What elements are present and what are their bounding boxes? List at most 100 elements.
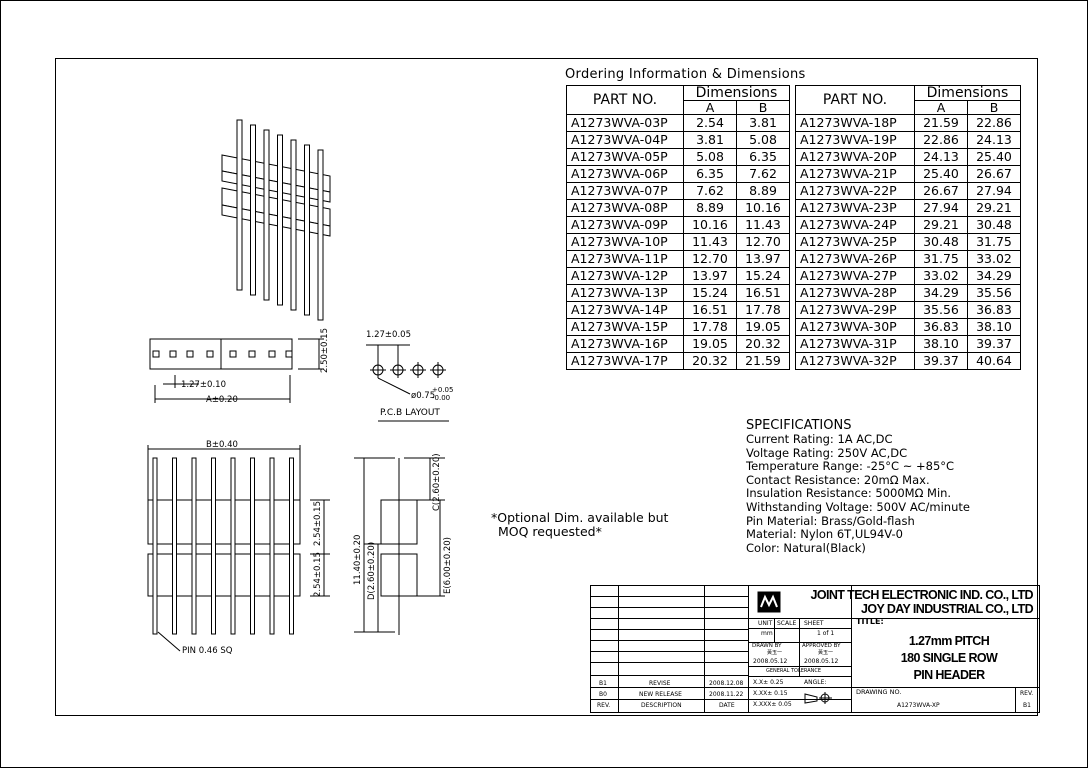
top-view-pin (169, 350, 177, 358)
tolerance-1: X.X± 0.25 (753, 679, 784, 686)
dim-a-cell: 21.59 (914, 114, 968, 132)
dim-b-cell: 7.62 (736, 165, 790, 183)
part-number-cell: A1273WVA-21P (795, 165, 915, 183)
rev-header: REV. (597, 702, 611, 709)
company-name-1: JOINT TECH ELECTRONIC IND. CO., LTD (810, 588, 1033, 602)
optional-dim-note: *Optional Dim. available but MOQ request… (491, 511, 668, 539)
approved-name: 黃玉一 (818, 650, 834, 656)
spec-line: Voltage Rating: 250V AC,DC (746, 445, 908, 460)
isometric-view (221, 154, 331, 237)
approved-date: 2008.05.12 (804, 658, 839, 665)
part-number-cell: A1273WVA-25P (795, 233, 915, 251)
dim-b-cell: 15.24 (736, 267, 790, 285)
scale-label: SCALE (777, 620, 797, 627)
part-number-cell: A1273WVA-09P (566, 216, 684, 234)
revision-date: 2008.12.08 (709, 680, 744, 687)
desc-header: DESCRIPTION (641, 702, 682, 709)
dimensions-header: Dimensions (914, 85, 1021, 101)
col-a-header: A (914, 100, 968, 115)
dim-b-cell: 6.35 (736, 148, 790, 166)
component-drawings (147, 119, 449, 652)
dim-b-cell: 19.05 (736, 318, 790, 336)
part-number-cell: A1273WVA-07P (566, 182, 684, 200)
rev-label: REV. (1020, 690, 1034, 697)
top-view-pin (248, 350, 256, 358)
company-logo (757, 591, 781, 613)
dim-a-cell: 5.08 (683, 148, 737, 166)
dim-b-cell: 27.94 (967, 182, 1021, 200)
part-number-cell: A1273WVA-06P (566, 165, 684, 183)
dim-b-cell: 30.48 (967, 216, 1021, 234)
pin-note: PIN 0.46 SQ (182, 646, 233, 656)
dim-a-cell: 3.81 (683, 131, 737, 149)
spec-line: Current Rating: 1A AC,DC (746, 432, 893, 446)
top-view-pin (186, 350, 194, 358)
part-number-cell: A1273WVA-12P (566, 267, 684, 285)
top-view-pin (206, 350, 214, 358)
isometric-pin (236, 119, 243, 291)
isometric-pins (236, 119, 324, 321)
dim-side-e: E(6.00±0.20) (443, 537, 453, 594)
dim-b-cell: 29.21 (967, 199, 1021, 217)
dim-a-cell: 38.10 (914, 335, 968, 353)
specifications-title: SPECIFICATIONS (746, 418, 852, 433)
dim-a-cell: 6.35 (683, 165, 737, 183)
front-view-pin (152, 457, 158, 635)
specifications: SPECIFICATIONS Current Rating: 1A AC,DC … (746, 419, 970, 555)
front-view-pins (152, 457, 294, 635)
company-name-2: JOY DAY INDUSTRIAL CO., LTD (860, 602, 1034, 616)
dim-a-cell: 10.16 (683, 216, 737, 234)
dim-a-cell: 15.24 (683, 284, 737, 302)
dim-a-cell: 24.13 (914, 148, 968, 166)
front-view-pin (289, 457, 294, 635)
col-a-header: A (683, 100, 737, 115)
part-number-cell: A1273WVA-04P (566, 131, 684, 149)
dim-b-cell: 10.16 (736, 199, 790, 217)
drawn-name: 黃玉一 (767, 650, 783, 656)
unit-label: UNIT (758, 620, 773, 627)
dim-side-c: C(2.60±0.20) (432, 453, 442, 511)
dim-a-cell: 12.70 (683, 250, 737, 268)
drawing-no-label: DRAWING NO. (856, 688, 902, 696)
dim-a-cell: 39.37 (914, 352, 968, 370)
date-header: DATE (719, 702, 735, 709)
drawing-inner-border (55, 58, 1038, 716)
title-label: TITLE: (856, 617, 884, 626)
optional-note-line: *Optional Dim. available but (491, 510, 669, 525)
dim-front-b: B±0.40 (206, 440, 238, 450)
col-b-header: B (967, 100, 1021, 115)
dim-b-cell: 3.81 (736, 114, 790, 132)
dimensions-header: Dimensions (683, 85, 790, 101)
tolerance-2: X.XX± 0.15 (753, 690, 788, 697)
isometric-pin (277, 134, 283, 306)
dim-side-total: 11.40±0.20 (353, 534, 363, 585)
dim-a-cell: 11.43 (683, 233, 737, 251)
part-number-cell: A1273WVA-15P (566, 318, 684, 336)
front-view-pin (269, 457, 275, 635)
drawn-by-label: DRAWN BY (752, 643, 782, 649)
dim-pcb-hole-tol-plus: +0.05 (432, 386, 454, 394)
revision-desc: REVISE (649, 680, 671, 687)
spec-line: Pin Material: Brass/Gold-flash (746, 513, 915, 528)
dim-a-cell: 30.48 (914, 233, 968, 251)
dim-b-cell: 38.10 (967, 318, 1021, 336)
dim-side-d: D(2.60±0.20) (367, 541, 377, 600)
part-number-cell: A1273WVA-20P (795, 148, 915, 166)
front-view-upper-body (147, 499, 301, 545)
top-view-pin (268, 350, 276, 358)
part-number-cell: A1273WVA-16P (566, 335, 684, 353)
part-number-cell: A1273WVA-10P (566, 233, 684, 251)
dim-front-lower: 2.54±0.15 (313, 552, 323, 597)
title-line: PIN HEADER (913, 668, 985, 682)
part-number-cell: A1273WVA-24P (795, 216, 915, 234)
